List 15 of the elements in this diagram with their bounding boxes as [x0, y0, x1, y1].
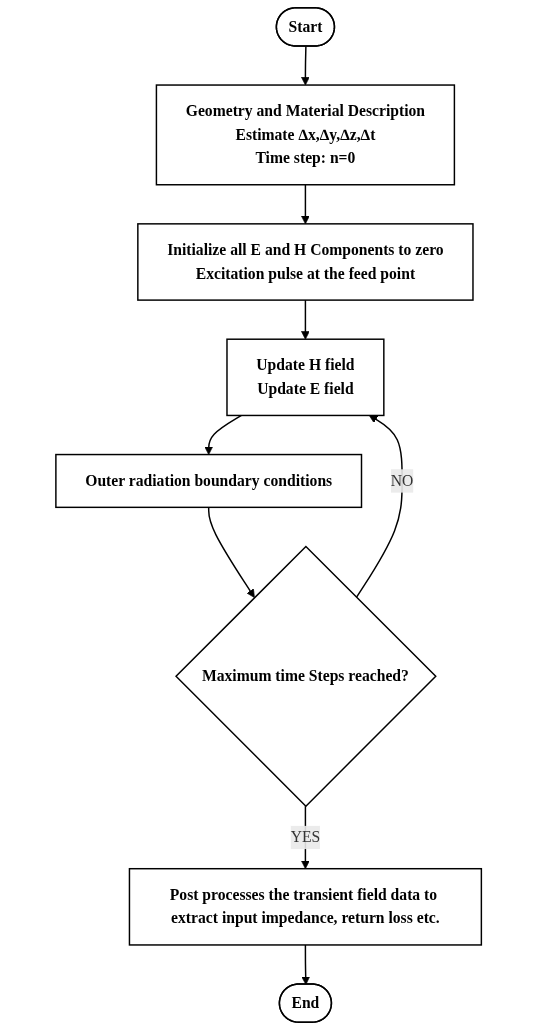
arrow	[207, 506, 255, 598]
node-box: Outer radiation boundary conditions	[55, 453, 363, 509]
arrow	[301, 45, 310, 86]
node-box: Geometry and Material Description Estimate ∆x,∆y,∆z,∆t Time step: n=0	[155, 84, 455, 186]
arrow	[204, 414, 243, 455]
edge-label: NO	[390, 472, 414, 489]
node-box: Post processes the transient field data to extract input impedance, return loss etc.	[128, 867, 482, 946]
arrow	[301, 299, 310, 340]
node-box: Update H field Update E field	[226, 338, 385, 417]
arrow	[355, 415, 403, 599]
node-box: Initialize all E and H Components to zero Excitation pulse at the feed point	[137, 223, 474, 301]
arrow	[301, 184, 310, 225]
arrow	[301, 944, 310, 985]
edge-label: YES	[290, 828, 321, 846]
node-diamond: Maximum time Steps reached?	[174, 545, 437, 808]
